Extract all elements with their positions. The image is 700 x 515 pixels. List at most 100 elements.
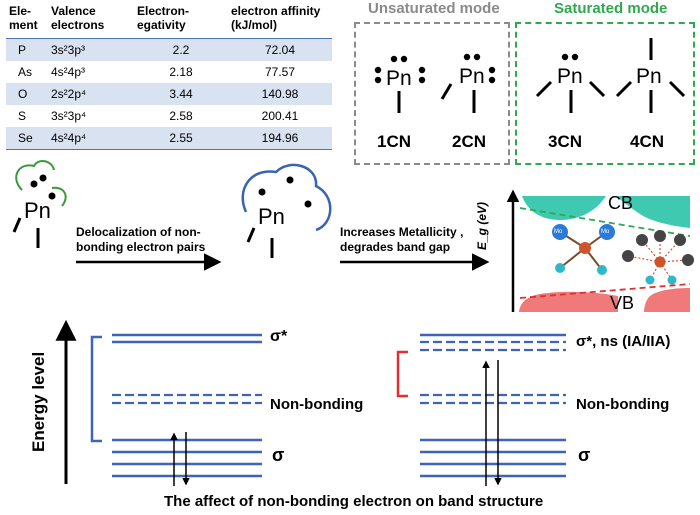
- atom-label: Pn: [459, 65, 485, 88]
- table-row: Se 4s²4p⁴ 2.55 194.96: [6, 127, 332, 150]
- lone-pair-dot: [30, 180, 38, 188]
- arrow-label-line: Increases Metallicity ,: [340, 225, 464, 239]
- label-sigma-right: σ: [578, 445, 591, 465]
- cell-valence: 4s²4p⁴: [48, 127, 134, 150]
- atom-pn: [579, 242, 591, 254]
- lobe-outline: [15, 160, 55, 191]
- arrow-label-line: degrades band gap: [340, 240, 451, 254]
- cell-valence: 2s²2p⁴: [48, 83, 134, 105]
- structure-4cn: [615, 38, 686, 113]
- atom-label: Pn: [386, 67, 412, 90]
- lone-pair-dot: [304, 200, 312, 208]
- unsaturated-mode-box: [354, 22, 510, 165]
- col-electronegativity: Electron-egativity: [134, 0, 228, 39]
- pn-delocalized: [241, 163, 332, 258]
- cell-affinity: 77.57: [264, 65, 296, 79]
- coordination-label-3cn: 3CN: [548, 132, 583, 151]
- lone-pair-dot: [39, 174, 47, 182]
- lone-pair-dot: [258, 188, 266, 196]
- cell-electronegativity: 2.18: [169, 65, 193, 79]
- atom-mo: [599, 224, 615, 240]
- cell-electronegativity: 2.55: [134, 127, 228, 150]
- lone-pair-dot: [48, 192, 56, 200]
- lone-pair-dot: [418, 66, 426, 74]
- vb-band-left: [519, 291, 618, 312]
- table-row: As 4s²4p³ 2.18 77.57: [6, 61, 332, 83]
- lobe-outline: [51, 186, 67, 207]
- cb-label: CB: [608, 193, 634, 213]
- bond-line: [440, 83, 453, 100]
- atom-ligand: [667, 275, 677, 285]
- atom-ligand: [555, 263, 565, 273]
- lone-pair-dot: [561, 53, 569, 61]
- lone-pair-dot: [374, 66, 382, 74]
- atom-mo: [552, 224, 568, 240]
- atom-metal: [636, 234, 648, 246]
- label-nonbonding-right: Non-bonding: [576, 396, 670, 413]
- label-sigma-star-left: σ*: [270, 328, 288, 345]
- molecule-tetrahedral: [552, 224, 615, 275]
- structure-1cn: [374, 55, 426, 113]
- structure-3cn: [535, 53, 606, 113]
- atom-ligand: [645, 275, 655, 285]
- cell-affinity: 72.04: [228, 38, 332, 61]
- cb-band-left: [522, 196, 606, 220]
- coordination-label-1cn: 1CN: [377, 132, 412, 151]
- eg-axis-label: E_g (eV): [475, 201, 489, 250]
- atom-pn: [654, 256, 666, 268]
- vb-label: VB: [610, 293, 635, 313]
- atom-label: Pn: [24, 198, 51, 223]
- cell-electronegativity: 2.58: [169, 109, 193, 123]
- cell-element: Se: [6, 127, 48, 150]
- lone-pair-dot: [488, 66, 496, 74]
- bond-line: [12, 217, 22, 233]
- cb-band-right: [617, 196, 690, 228]
- molecule-coordinated: [622, 230, 694, 285]
- saturated-mode-box: [515, 22, 695, 165]
- cell-element: As: [18, 65, 33, 79]
- cell-element: P: [6, 38, 48, 61]
- lone-pair-dot: [418, 76, 426, 84]
- cell-valence: 4s²4p³: [51, 65, 86, 79]
- cell-affinity: 140.98: [228, 83, 332, 105]
- cell-valence: 3s²3p⁴: [51, 109, 87, 123]
- band-gap-panel: [506, 189, 694, 312]
- arrow-label-line: Delocalization of non-: [76, 225, 201, 239]
- cell-electronegativity: 2.2: [134, 38, 228, 61]
- right-level-diagram: [396, 333, 566, 486]
- mo-atom-label: Mo: [601, 229, 610, 235]
- table-row: S 3s²3p⁴ 2.58 200.41: [6, 105, 332, 127]
- element-table: Ele-ment Valence electrons Electron-egat…: [6, 0, 332, 150]
- table-row: P 3s²3p³ 2.2 72.04: [6, 38, 332, 61]
- vb-edge-dashed: [519, 283, 691, 299]
- lone-pair-dot: [571, 53, 579, 61]
- left-level-diagram: [90, 333, 262, 486]
- table-row: O 2s²2p⁴ 3.44 140.98: [6, 83, 332, 105]
- bracket-gap-reduced: [396, 350, 408, 398]
- atom-label: Pn: [557, 65, 583, 88]
- bond-line: [615, 80, 633, 98]
- col-affinity: electron affinity (kJ/mol): [228, 0, 332, 39]
- atom-metal: [622, 250, 634, 262]
- col-valence: Valence electrons: [48, 0, 134, 39]
- cell-electronegativity: 3.44: [134, 83, 228, 105]
- lone-pair-dot: [463, 53, 471, 61]
- saturated-mode-title: Saturated mode: [554, 0, 668, 17]
- bond-line: [535, 80, 553, 98]
- atom-label: Pn: [636, 65, 662, 88]
- mo-atom-label: Mo: [554, 229, 563, 235]
- label-sigma-left: σ: [272, 445, 285, 465]
- atom-ligand: [597, 265, 607, 275]
- bond-line: [246, 227, 256, 243]
- unsaturated-mode-title: Unsaturated mode: [368, 0, 500, 17]
- lone-pair-dot: [286, 176, 294, 184]
- arrow-label-line: bonding electron pairs: [76, 240, 206, 254]
- atom-metal: [682, 254, 694, 266]
- pn-localized: [12, 160, 67, 248]
- bracket-gap: [90, 335, 102, 443]
- cell-affinity: 194.96: [228, 127, 332, 150]
- bond-line: [668, 80, 686, 98]
- lone-pair-dot: [400, 55, 408, 63]
- structure-2cn: [440, 53, 496, 113]
- atom-metal: [674, 234, 686, 246]
